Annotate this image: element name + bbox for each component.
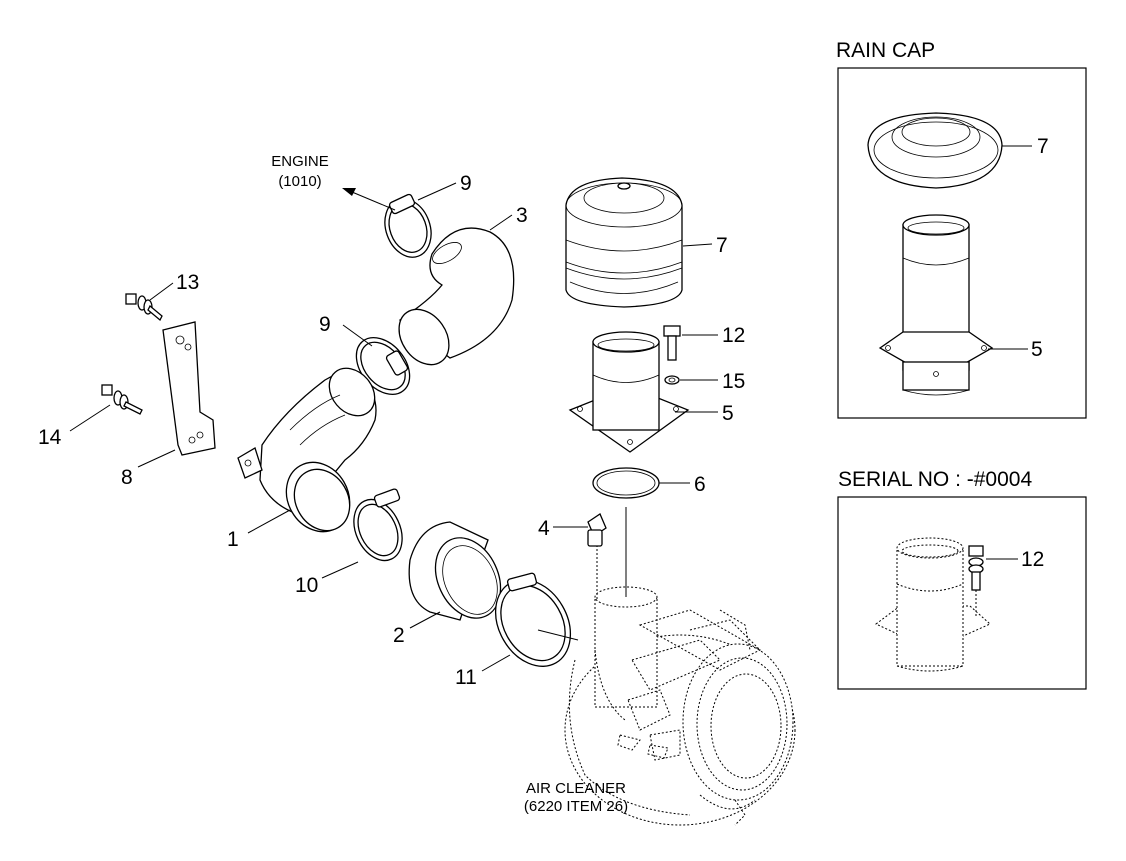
part-label-7: 7 xyxy=(716,234,728,257)
indicator-4 xyxy=(587,513,607,547)
engine-arrow xyxy=(342,188,396,211)
part-label-3: 3 xyxy=(516,204,528,227)
part-label-9-middle: 9 xyxy=(319,313,331,336)
part-label-11: 11 xyxy=(455,666,477,689)
bracket-8 xyxy=(162,321,216,456)
bolt-13 xyxy=(125,293,163,322)
part-label-12: 12 xyxy=(722,324,745,347)
part-label-10: 10 xyxy=(295,574,318,597)
inset-rain-cap-label-5: 5 xyxy=(1031,338,1043,361)
elbow-hose-3 xyxy=(398,227,515,366)
part-label-14: 14 xyxy=(38,426,62,449)
inset-rain-cap: RAIN CAP 7 5 xyxy=(836,39,1087,419)
part-label-4: 4 xyxy=(538,517,550,540)
hose-clamp-9-top xyxy=(384,193,432,258)
inset-serial-title: SERIAL NO : -#0004 xyxy=(838,468,1032,491)
part-label-2: 2 xyxy=(393,624,405,647)
air-cleaner-label: AIR CLEANER xyxy=(526,780,626,797)
hose-clamp-9-middle xyxy=(355,337,411,395)
air-cleaner-body xyxy=(564,545,796,826)
engine-ref: (1010) xyxy=(278,173,321,190)
part-label-9-top: 9 xyxy=(460,172,472,195)
inset-rain-cap-title: RAIN CAP xyxy=(836,39,935,62)
hose-clamp-11 xyxy=(494,572,572,667)
leader-lines xyxy=(69,182,718,672)
washer-15 xyxy=(664,375,680,385)
inlet-pipe-5 xyxy=(568,331,690,453)
part-number-labels: 9 3 13 9 7 12 15 5 6 4 14 8 1 10 2 11 xyxy=(38,172,745,689)
air-cleaner-ref: (6220 ITEM 26) xyxy=(524,798,628,815)
inset-rain-cap-label-7: 7 xyxy=(1037,135,1049,158)
part-label-1: 1 xyxy=(227,528,239,551)
intake-pipe-1 xyxy=(237,367,377,533)
hose-clamp-10 xyxy=(353,488,403,562)
rain-cap-7 xyxy=(565,177,683,308)
bolt-12 xyxy=(663,325,681,361)
coupling-hose-2 xyxy=(408,521,502,621)
bolt-14 xyxy=(101,384,143,415)
inset-serial-label-12: 12 xyxy=(1021,548,1044,571)
part-label-6: 6 xyxy=(694,473,706,496)
part-label-5: 5 xyxy=(722,402,734,425)
part-label-8: 8 xyxy=(121,466,133,489)
part-label-15: 15 xyxy=(722,370,745,393)
gasket-6 xyxy=(592,467,660,499)
inset-serial: SERIAL NO : -#0004 12 xyxy=(837,468,1087,690)
part-label-13: 13 xyxy=(176,271,199,294)
engine-label: ENGINE xyxy=(271,153,329,170)
